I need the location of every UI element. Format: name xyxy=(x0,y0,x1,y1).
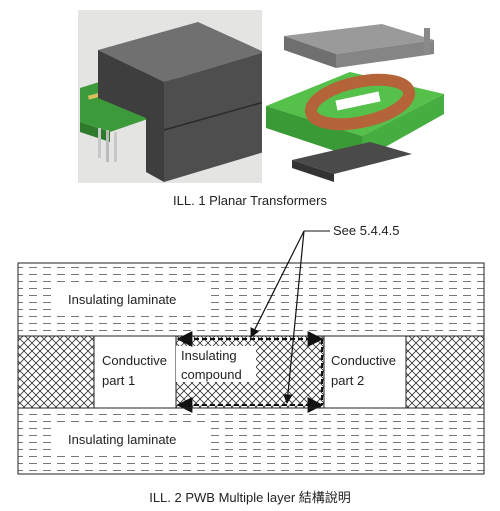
bottom-laminate-label-bg xyxy=(56,428,206,450)
conductive-part-2 xyxy=(323,335,407,409)
middle-layer-right-hatch xyxy=(405,335,485,409)
conductive-part-2-line1: Conductive xyxy=(331,353,396,368)
top-laminate-label-bg xyxy=(56,288,206,310)
top-laminate-label: Insulating laminate xyxy=(68,292,176,307)
callout-pointer-top xyxy=(250,230,305,338)
bottom-laminate-label: Insulating laminate xyxy=(68,432,176,447)
conductive-part-2-line2: part 2 xyxy=(331,373,364,388)
see-callout: See 5.4.4.5 xyxy=(333,223,400,238)
callout-pointer-bottom xyxy=(283,230,305,404)
pwb-cross-section-diagram: Insulating laminate Conductive part 1 In… xyxy=(17,223,485,475)
conductive-part-1-line1: Conductive xyxy=(102,353,167,368)
conductive-part-1 xyxy=(93,335,177,409)
planar-transformer-photo-icon xyxy=(78,10,266,183)
compound-label-bg xyxy=(176,346,256,382)
middle-layer-left-hatch xyxy=(17,335,95,409)
bottom-insulating-laminate xyxy=(17,407,485,475)
planar-transformer-exploded-icon xyxy=(262,10,448,183)
compound-label-line2: compound xyxy=(181,367,242,382)
figure1-caption: ILL. 1 Planar Transformers xyxy=(173,193,327,208)
planar-transformer-exploded-view xyxy=(262,10,448,183)
compound-label-line1: Insulating xyxy=(181,348,237,363)
figure2-caption: ILL. 2 PWB Multiple layer 結構說明 xyxy=(149,490,351,505)
planar-transformer-photo xyxy=(78,10,266,183)
conductive-part-1-line2: part 1 xyxy=(102,373,135,388)
